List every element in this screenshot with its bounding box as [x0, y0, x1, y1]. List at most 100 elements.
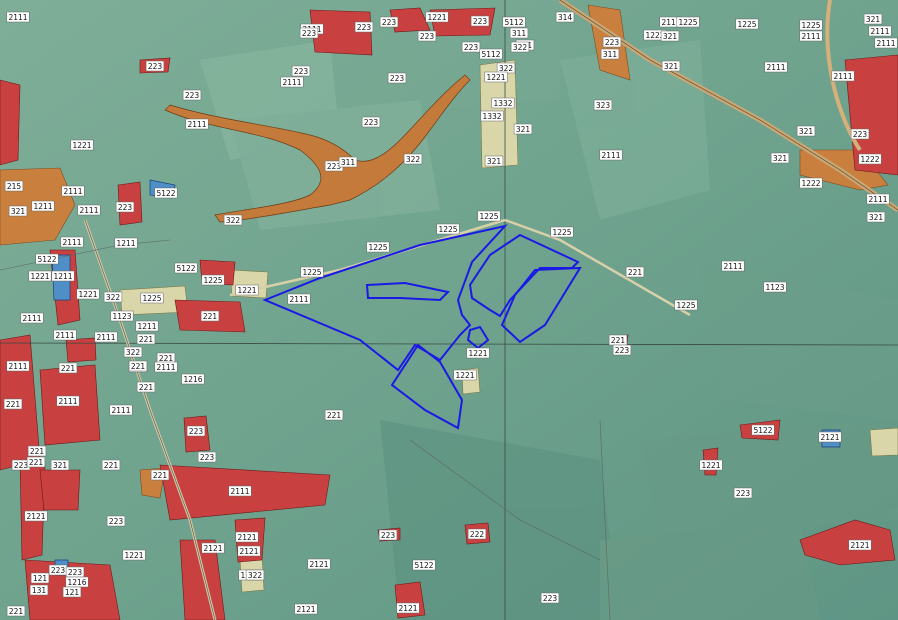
code-label-text: 223 — [853, 130, 868, 139]
code-label: 223 — [48, 564, 68, 576]
code-label-text: 1221 — [124, 551, 143, 560]
code-label-text: 5122 — [37, 255, 56, 264]
code-label-box — [453, 369, 477, 381]
code-label-box — [354, 21, 374, 33]
code-label-box — [174, 262, 198, 274]
code-label-box — [479, 48, 503, 60]
code-label: 1222 — [858, 153, 882, 165]
code-label-text: 311 — [603, 50, 618, 59]
code-label: 1221 — [425, 11, 449, 23]
code-label-text: 223 — [327, 162, 342, 171]
code-label-text: 322 — [106, 293, 121, 302]
code-label-text: 2111 — [876, 39, 895, 48]
code-label-box — [51, 270, 75, 282]
code-label-text: 2121 — [296, 605, 315, 614]
code-label: 2111 — [799, 30, 823, 42]
code-label: 221 — [27, 445, 47, 457]
code-label-text: 311 — [512, 29, 527, 38]
code-label-text: 223 — [189, 427, 204, 436]
code-label-text: 311 — [341, 158, 356, 167]
code-label-box — [235, 531, 259, 543]
code-label-text: 1225 — [479, 212, 498, 221]
code-label-text: 221 — [61, 364, 76, 373]
code-label: 221 — [136, 381, 156, 393]
code-label-box — [484, 71, 508, 83]
code-label-text: 1225 — [142, 294, 161, 303]
code-label-text: 2121 — [203, 544, 222, 553]
code-label: 1211 — [31, 200, 55, 212]
code-label-text: 221 — [6, 400, 21, 409]
code-label-box — [509, 27, 529, 39]
code-label-box — [848, 539, 872, 551]
code-label-box — [223, 214, 243, 226]
code-label-text: 2111 — [22, 314, 41, 323]
code-label-box — [436, 223, 460, 235]
code-label-box — [555, 11, 575, 23]
code-label-box — [699, 459, 723, 471]
code-label-text: 1225 — [203, 276, 222, 285]
code-label-text: 2111 — [63, 187, 82, 196]
code-label-text: 1225 — [438, 225, 457, 234]
code-label: 5122 — [412, 559, 436, 571]
code-label-box — [182, 89, 202, 101]
code-label: 1221 — [466, 347, 490, 359]
code-label-box — [466, 347, 490, 359]
code-label-text: 321 — [773, 154, 788, 163]
code-label: 2111 — [6, 360, 30, 372]
code-label: 223 — [145, 60, 165, 72]
code-label-text: 321 — [516, 125, 531, 134]
code-label-box — [110, 310, 134, 322]
code-label: 223 — [417, 30, 437, 42]
code-label-box — [866, 193, 890, 205]
code-label-box — [764, 61, 788, 73]
code-label-text: 1222 — [801, 179, 820, 188]
code-label-box — [228, 485, 252, 497]
code-label-box — [122, 549, 146, 561]
code-label: 322 — [510, 41, 530, 53]
code-label-text: 2121 — [398, 604, 417, 613]
code-label-text: 223 — [302, 29, 317, 38]
code-label-text: 322 — [499, 64, 514, 73]
code-label: 5122 — [174, 262, 198, 274]
code-label-text: 1222 — [860, 155, 879, 164]
code-label: 2111 — [94, 331, 118, 343]
code-label: 1211 — [51, 270, 75, 282]
code-label: 2121 — [307, 558, 331, 570]
code-label: 2111 — [287, 293, 311, 305]
code-label-box — [417, 30, 437, 42]
code-label-box — [106, 515, 126, 527]
code-label-text: 1221 — [237, 286, 256, 295]
code-label-text: 2111 — [289, 295, 308, 304]
code-label-box — [70, 139, 94, 151]
code-label: 221 — [150, 469, 170, 481]
code-label: 2111 — [61, 185, 85, 197]
code-label: 1221 — [699, 459, 723, 471]
code-label-box — [76, 288, 100, 300]
code-label-box — [77, 204, 101, 216]
code-label: 2121 — [235, 531, 259, 543]
code-label: 322 — [403, 153, 423, 165]
code-label-text: 1225 — [368, 243, 387, 252]
code-label-text: 2111 — [111, 406, 130, 415]
code-label: 1225 — [674, 299, 698, 311]
code-label-box — [721, 260, 745, 272]
code-label-box — [661, 60, 681, 72]
code-label-box — [502, 16, 526, 28]
code-label: 1221 — [28, 270, 52, 282]
code-label-text: 5122 — [176, 264, 195, 273]
code-label-text: 2111 — [8, 362, 27, 371]
code-label: 1225 — [201, 274, 225, 286]
code-label-box — [145, 60, 165, 72]
code-label-box — [201, 274, 225, 286]
code-label-box — [324, 409, 344, 421]
code-label-text: 1221 — [78, 290, 97, 299]
code-label-text: 2111 — [8, 13, 27, 22]
code-label-text: 221 — [139, 335, 154, 344]
code-label: 1225 — [799, 19, 823, 31]
code-label-text: 223 — [464, 43, 479, 52]
code-label-box — [6, 360, 30, 372]
code-label-box — [197, 451, 217, 463]
code-label-text: 223 — [357, 23, 372, 32]
code-label-text: 223 — [294, 67, 309, 76]
code-label-text: 223 — [51, 566, 66, 575]
